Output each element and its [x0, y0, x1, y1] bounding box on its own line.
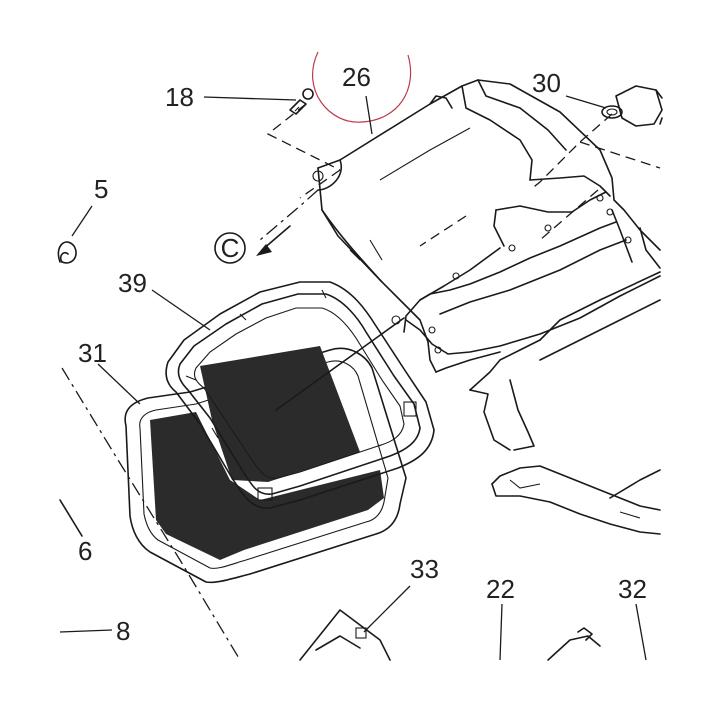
highlight-circle: [312, 51, 412, 123]
callout-5: 5: [94, 174, 108, 204]
part-39-seal-frame: [165, 281, 435, 509]
air-box-housing: [312, 79, 661, 373]
callout-33: 33: [410, 554, 439, 584]
arrow-head-icon: [256, 244, 272, 256]
part-30-fitting: [601, 85, 663, 127]
callout-32: 32: [618, 574, 647, 604]
view-marker-c: C: [214, 225, 291, 264]
callout-31: 31: [78, 338, 107, 368]
part-18-screw: [289, 88, 314, 115]
view-marker-label: C: [221, 233, 240, 263]
lower-right-assembly: [469, 271, 661, 535]
callout-26: 26: [342, 62, 371, 92]
callout-labels: 18 26 30 5 39 31 6 8 33 22 32: [78, 62, 647, 646]
callout-30: 30: [532, 68, 561, 98]
assembly-lines: [59, 103, 661, 661]
filter-mesh: [150, 412, 384, 560]
callout-leaders: [59, 95, 647, 661]
callout-6: 6: [78, 536, 92, 566]
callout-18: 18: [165, 82, 194, 112]
callout-22: 22: [486, 574, 515, 604]
callout-39: 39: [118, 268, 147, 298]
callout-8: 8: [116, 616, 130, 646]
part-5-clip: [57, 241, 77, 264]
part-31-filter-element: [124, 346, 407, 584]
lower-parts: [299, 609, 601, 661]
